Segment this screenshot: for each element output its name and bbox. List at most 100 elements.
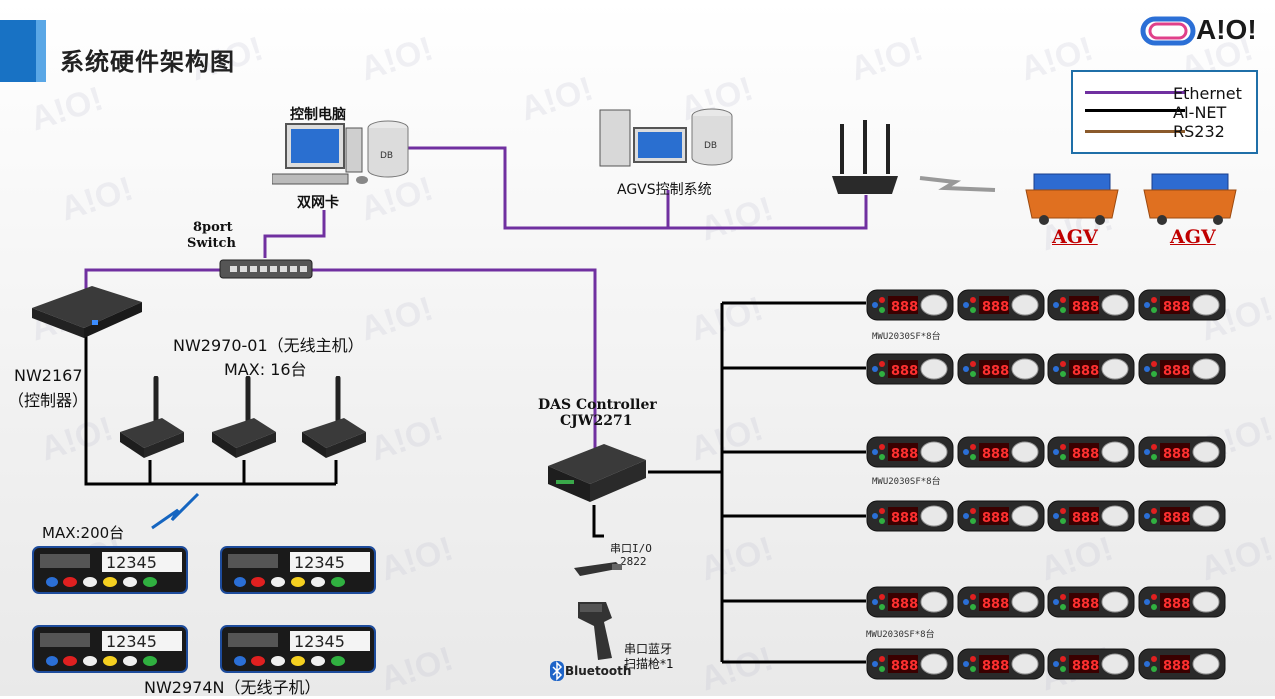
mwu-display-digits: 888 [982,511,1009,526]
nw2974n-label: NW2974N（无线子机） [144,678,321,697]
nw2974n-display-text: 12345 [106,632,157,651]
mwu-display-unit: 888 [1138,436,1226,468]
mwu-display-digits: 888 [1163,659,1190,674]
mwu-display-unit: 888 [1047,436,1135,468]
serial-io-label-line2: 2822 [620,555,647,568]
nw2974n-max-label: MAX:200台 [42,524,125,542]
mwu-display-digits: 888 [891,300,918,315]
mwu-display-digits: 888 [1072,659,1099,674]
control-pc-icon [272,123,368,185]
mwu-display-digits: 888 [891,364,918,379]
mwu-display-digits: 888 [982,447,1009,462]
dual-nic-label: 双网卡 [297,195,339,211]
mwu-display-digits: 888 [1163,597,1190,612]
serial-io-label-line1: 串口I/O [610,542,652,555]
title-accent-bar-light [36,20,46,82]
legend-ainet-label: AI-NET [1173,103,1227,122]
mwu-display-digits: 888 [982,597,1009,612]
nw2974n-display-text: 12345 [294,632,345,651]
mwu-group-label: MWU2030SF*8台 [872,332,941,342]
das-controller-label-line1: DAS Controller [538,397,657,413]
mwu-display-unit: 888 [866,353,954,385]
mwu-display-unit: 888 [1138,353,1226,385]
nw2974n-unit-2: 12345 [220,546,376,594]
mwu-display-digits: 888 [891,511,918,526]
legend-rs232-swatch [1085,130,1185,133]
mwu-display-unit: 888 [866,500,954,532]
mwu-display-unit: 888 [1047,500,1135,532]
control-pc-label: 控制电脑 [290,107,346,123]
nw2167-label-line1: NW2167 [14,366,83,385]
mwu-group-label: MWU2030SF*8台 [872,477,941,487]
nw2970-unit3-icon [302,376,366,458]
mwu-display-unit: 888 [957,436,1045,468]
bluetooth-icon [550,661,564,681]
mwu-display-unit: 888 [1047,586,1135,618]
agv2-label: AGV [1170,226,1216,248]
scanner-label-line1: 串口蓝牙 [624,642,673,656]
control-db-text: DB [380,151,393,161]
nw2970-unit1-icon [120,376,184,458]
mwu-display-unit: 888 [1138,500,1226,532]
mwu-display-unit: 888 [957,648,1045,680]
nw2970-label-line1: NW2970-01（无线主机） [173,336,364,355]
mwu-display-unit: 888 [1047,648,1135,680]
mwu-display-digits: 888 [982,300,1009,315]
nw2974n-display-text: 12345 [106,553,157,572]
mwu-display-unit: 888 [1138,586,1226,618]
agvs-db-icon: DB [691,108,733,166]
mwu-display-unit: 888 [1138,289,1226,321]
logo-icon [1140,16,1196,46]
control-db-icon: DB [367,120,409,178]
mwu-display-digits: 888 [891,659,918,674]
nw2970-label-line2: MAX: 16台 [224,360,307,379]
wireless-router-icon [832,120,898,194]
agv1-icon [1025,173,1119,225]
scanner-label-line2: 扫描枪*1 [624,657,674,671]
mwu-display-unit: 888 [957,289,1045,321]
mwu-display-unit: 888 [957,586,1045,618]
mwu-display-unit: 888 [957,353,1045,385]
mwu-display-digits: 888 [1072,511,1099,526]
mwu-display-unit: 888 [866,436,954,468]
mwu-display-digits: 888 [1163,364,1190,379]
legend-ainet-swatch [1085,109,1185,112]
mwu-display-digits: 888 [1163,447,1190,462]
mwu-display-digits: 888 [1163,511,1190,526]
mwu-display-digits: 888 [1163,300,1190,315]
switch-label-line2: Switch [187,236,236,251]
mwu-display-unit: 888 [1138,648,1226,680]
nw2970-unit2-icon [212,376,276,458]
mwu-display-unit: 888 [866,648,954,680]
legend: Ethernet AI-NET RS232 [1071,70,1258,154]
serial-io-icon [574,562,622,576]
agvs-pc-icon [599,109,687,167]
bluetooth-brand-label: Bluetooth [565,664,632,678]
nw2974n-unit-4: 12345 [220,625,376,673]
nw2974n-unit-1: 12345 [32,546,188,594]
switch-icon [219,259,313,279]
agvs-system-label: AGVS控制系统 [617,182,712,198]
agvs-db-text: DB [704,141,717,151]
nw2974n-display-text: 12345 [294,553,345,572]
nw2167-label-line2: （控制器） [8,391,89,410]
mwu-display-digits: 888 [1072,364,1099,379]
mwu-display-unit: 888 [1047,353,1135,385]
mwu-display-digits: 888 [982,364,1009,379]
das-controller-label-line2: CJW2271 [560,413,633,429]
barcode-scanner-icon [578,602,612,660]
mwu-display-unit: 888 [957,500,1045,532]
mwu-display-digits: 888 [891,447,918,462]
mwu-display-digits: 888 [1072,447,1099,462]
mwu-display-digits: 888 [982,659,1009,674]
agv1-label: AGV [1052,226,1098,248]
switch-label-line1: 8port [193,220,233,235]
logo-text: A!O! [1196,14,1257,45]
legend-rs232-label: RS232 [1173,122,1225,141]
mwu-display-digits: 888 [1072,597,1099,612]
nw2974n-unit-3: 12345 [32,625,188,673]
mwu-display-digits: 888 [1072,300,1099,315]
mwu-display-unit: 888 [1047,289,1135,321]
page-title: 系统硬件架构图 [60,48,235,76]
